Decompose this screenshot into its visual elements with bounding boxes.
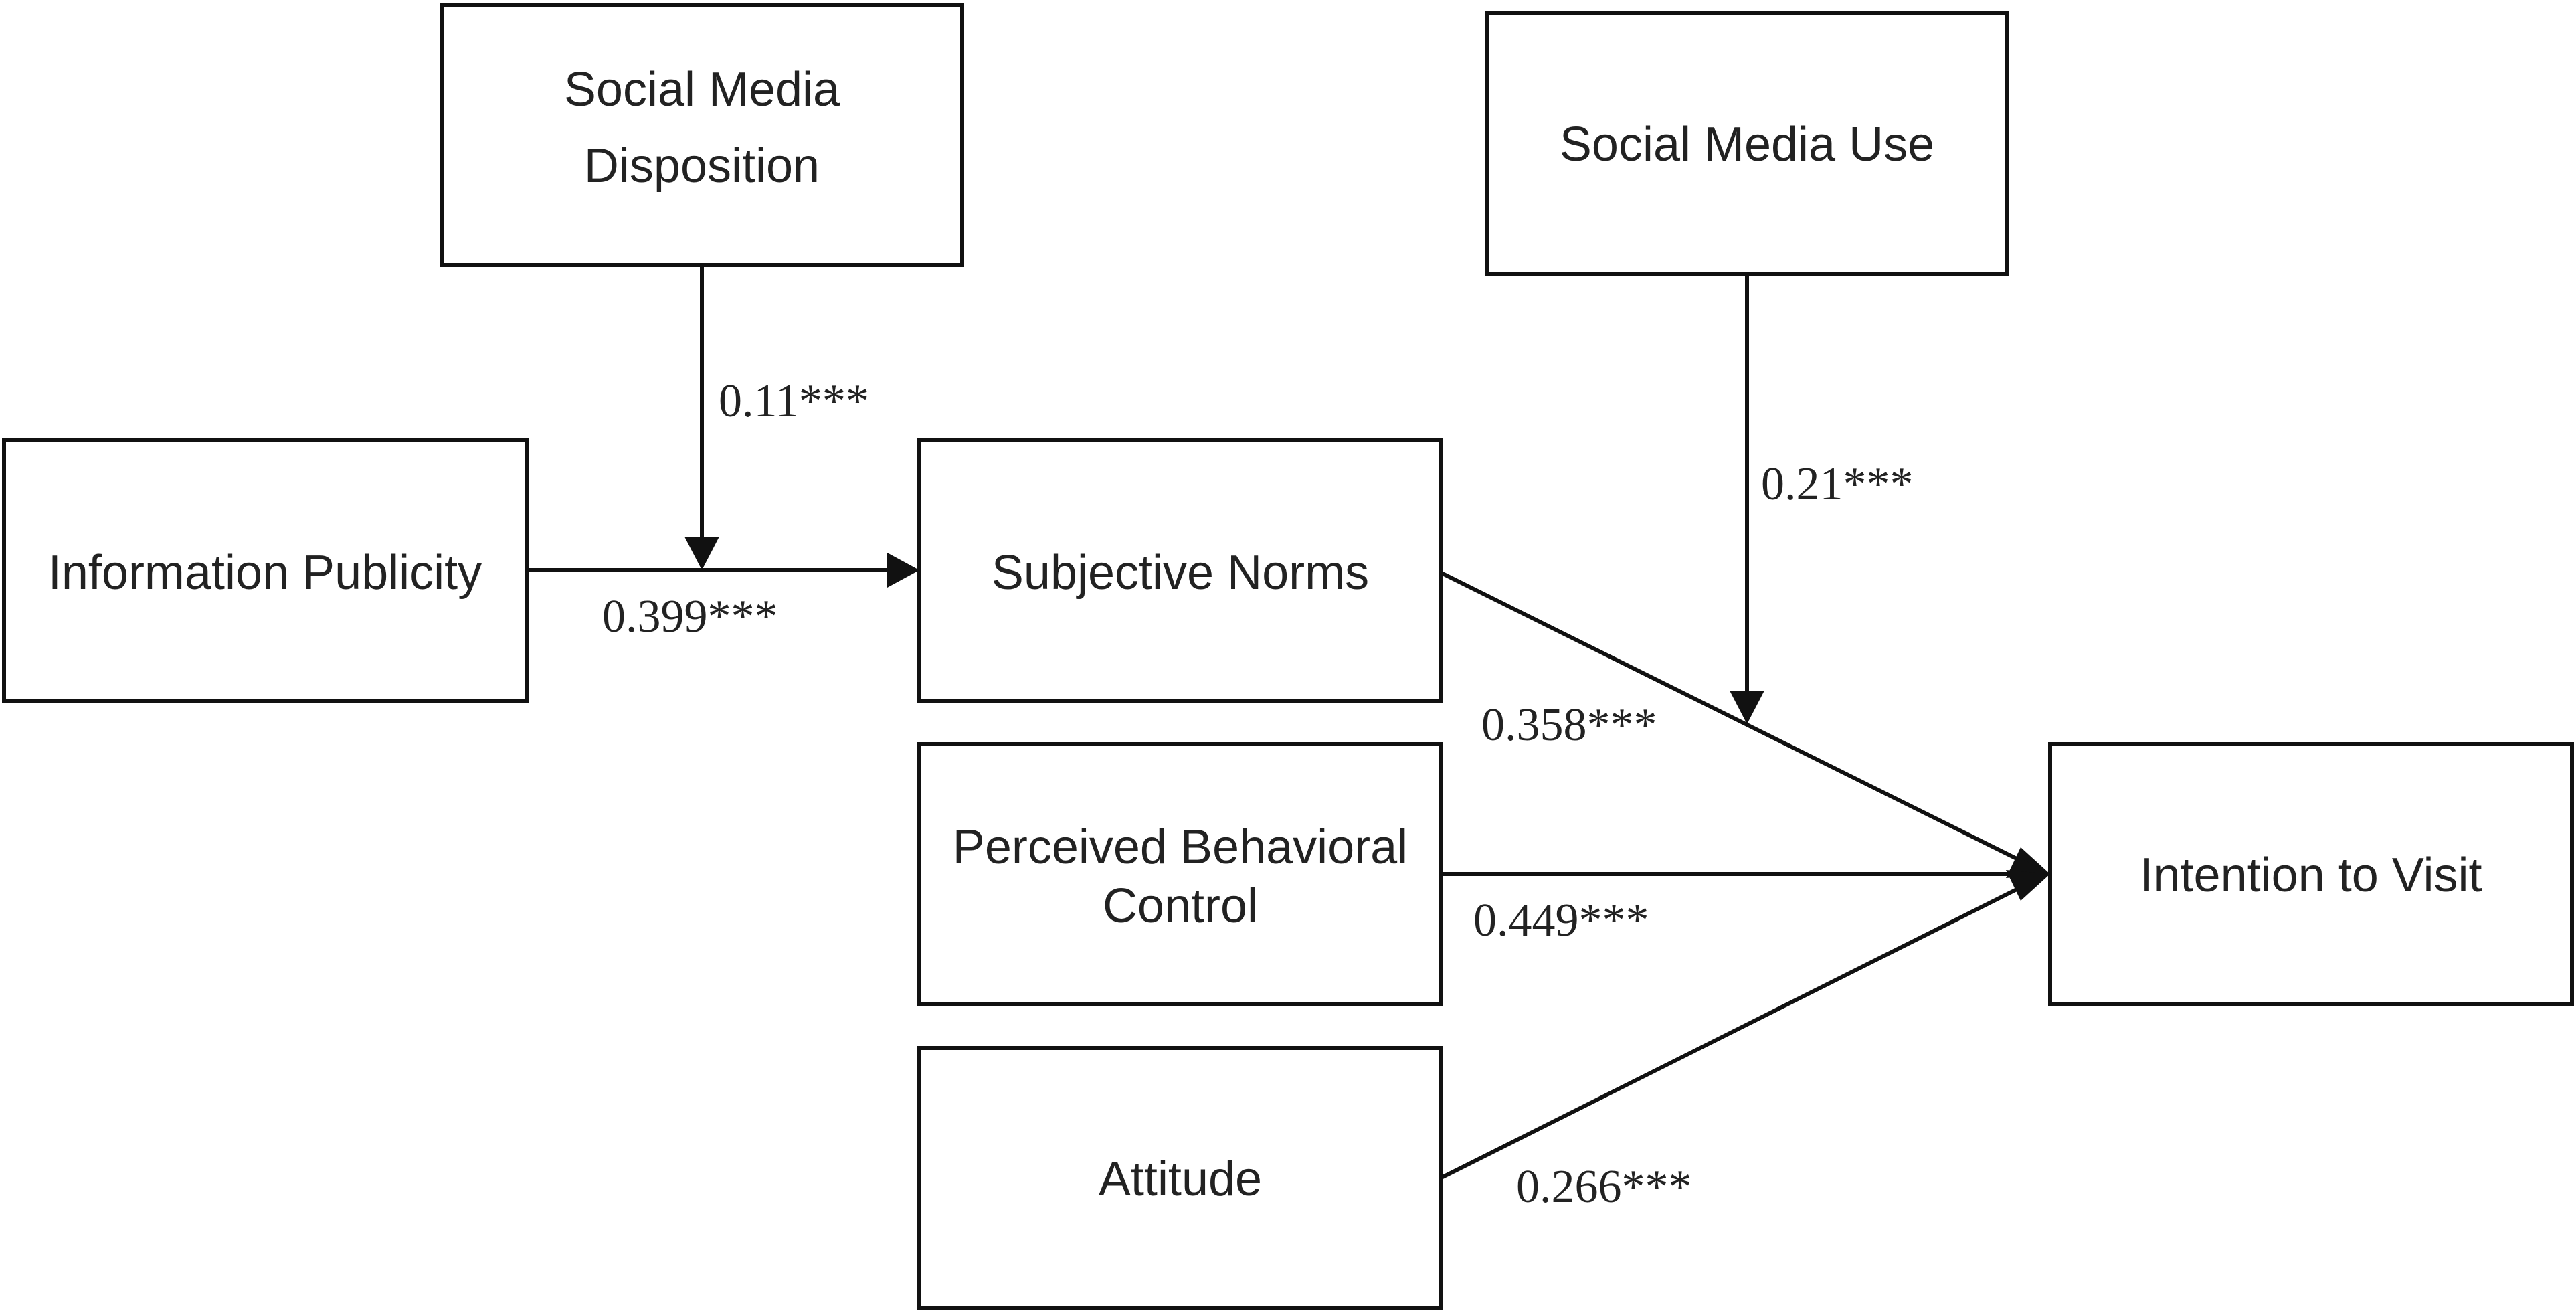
node-label-line: Social Media [564, 63, 840, 116]
node-label-line: Control [1103, 879, 1258, 933]
coefficient-label: 0.358*** [1481, 699, 1657, 751]
coefficient-label: 0.21*** [1761, 458, 1914, 510]
arrowhead [887, 553, 919, 588]
node-label-line: Social Media Use [1560, 118, 1934, 171]
node-information-publicity: Information Publicity [2, 438, 529, 703]
node-label-line: Intention to Visit [2140, 849, 2482, 902]
coefficient-label: 0.449*** [1473, 895, 1649, 946]
node-attitude: Attitude [917, 1046, 1443, 1310]
node-label-line: Perceived Behavioral [953, 820, 1408, 874]
node-subjective-norms: Subjective Norms [917, 438, 1443, 703]
node-label-line: Information Publicity [48, 546, 482, 600]
arrowhead [2006, 870, 2050, 901]
node-social-media-disposition: Social Media Disposition [440, 3, 964, 267]
coefficient-label: 0.266*** [1516, 1161, 1692, 1213]
arrowhead [1730, 691, 1764, 724]
node-perceived-behavioral-control: Perceived Behavioral Control [917, 742, 1443, 1006]
edge-social-media-use-moderation [1730, 274, 1764, 724]
node-intention-to-visit: Intention to Visit [2048, 742, 2574, 1006]
edge-pbc-to-intention [1441, 857, 2050, 891]
edge-information-publicity-to-subjective-norms [527, 553, 919, 588]
node-label-line: Subjective Norms [992, 546, 1369, 600]
node-label-line: Disposition [584, 139, 820, 193]
arrowhead [684, 537, 719, 570]
node-social-media-use: Social Media Use [1485, 11, 2009, 276]
node-label-line: Attitude [1099, 1152, 1262, 1206]
coefficient-label: 0.11*** [719, 375, 869, 427]
coefficient-label: 0.399*** [602, 591, 778, 642]
edge-social-media-disposition-moderation [684, 265, 719, 570]
edge-attitude-to-intention [1440, 870, 2050, 1180]
